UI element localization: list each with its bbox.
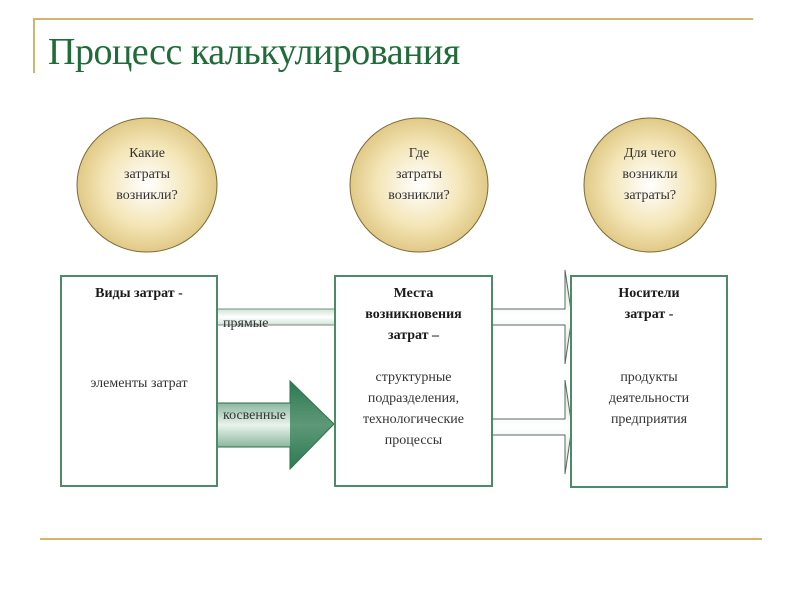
question-2-line-1: Где xyxy=(408,146,430,161)
cost-types-body: элементы затрат xyxy=(90,376,188,391)
cost-centers-heading-1: Места xyxy=(393,286,434,301)
question-2-line-3: возникли? xyxy=(388,188,450,203)
cost-centers-heading-3: затрат – xyxy=(387,328,440,343)
cost-objects-body-1: продукты xyxy=(620,370,678,385)
direct-costs-label: прямые xyxy=(223,316,269,331)
cost-objects-body-2: деятельности xyxy=(608,391,690,406)
question-ellipse-3 xyxy=(583,117,717,253)
cost-centers-heading-2: возникновения xyxy=(365,307,462,322)
direct-arrow-3 xyxy=(490,379,573,475)
cost-objects-box: Носители затрат - продукты деятельности … xyxy=(570,275,728,488)
question-3-line-2: возникли xyxy=(622,167,678,182)
question-ellipse-1 xyxy=(76,117,218,253)
question-1-text: Какие затраты возникли? xyxy=(87,143,207,206)
question-1-line-3: возникли? xyxy=(116,188,178,203)
direct-arrow-2 xyxy=(490,269,573,365)
cost-centers-body-3: технологические xyxy=(362,412,464,427)
title-left-rule xyxy=(33,18,35,73)
cost-types-heading: Виды затрат - xyxy=(95,286,183,301)
cost-objects-body-3: предприятия xyxy=(610,412,688,427)
cost-objects-heading-1: Носители xyxy=(618,286,680,301)
cost-centers-body-4: процессы xyxy=(384,433,443,448)
question-1-line-1: Какие xyxy=(129,146,165,161)
title-top-rule xyxy=(33,18,753,20)
question-3-text: Для чего возникли затраты? xyxy=(590,143,710,206)
question-1-line-2: затраты xyxy=(123,167,171,182)
bottom-rule xyxy=(40,538,762,540)
cost-centers-body-2: подразделения, xyxy=(367,391,460,406)
question-2-line-2: затраты xyxy=(395,167,443,182)
question-2-text: Где затраты возникли? xyxy=(359,143,479,206)
cost-centers-body-1: структурные xyxy=(375,370,452,385)
cost-types-box: Виды затрат - элементы затрат xyxy=(60,275,218,487)
question-ellipse-2 xyxy=(349,117,489,253)
slide-title: Процесс калькулирования xyxy=(48,31,460,73)
question-3-line-3: затраты? xyxy=(623,188,677,203)
cost-centers-box: Места возникновения затрат – структурные… xyxy=(334,275,493,487)
cost-objects-heading-2: затрат - xyxy=(624,307,674,322)
indirect-arrow-head-shade xyxy=(290,381,334,469)
indirect-costs-label: косвенные xyxy=(223,408,286,423)
question-3-line-1: Для чего xyxy=(623,146,677,161)
